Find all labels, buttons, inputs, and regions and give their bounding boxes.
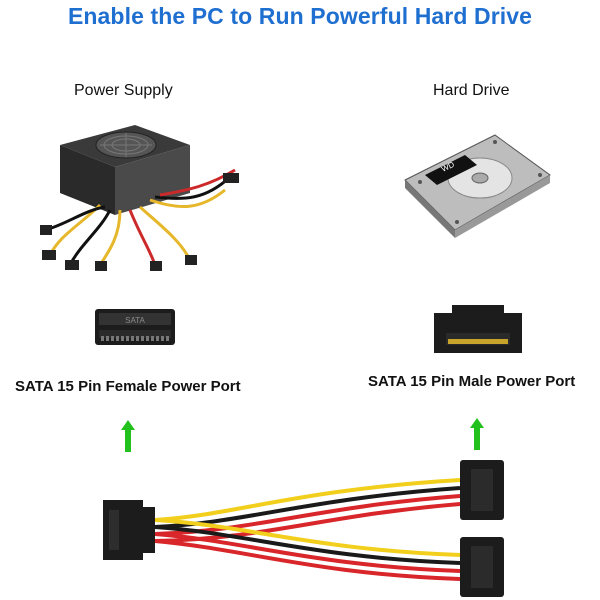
power-supply-title: Power Supply <box>74 82 173 99</box>
hard-drive-title: Hard Drive <box>433 82 510 99</box>
female-port-label: SATA 15 Pin Female Power Port <box>15 378 241 395</box>
male-port-label: SATA 15 Pin Male Power Port <box>368 373 576 390</box>
power-supply-image <box>40 115 240 275</box>
up-arrow-right-icon <box>470 418 484 450</box>
page-headline: Enable the PC to Run Powerful Hard Drive <box>67 3 533 29</box>
up-arrow-left-icon <box>121 420 135 452</box>
sata-y-splitter-cable-image <box>95 455 525 600</box>
sata-male-connector-image <box>432 303 524 355</box>
connector-embossed-text: SATA <box>125 316 145 325</box>
sata-female-connector-image: SATA <box>93 303 178 353</box>
hard-drive-image: WD <box>395 120 555 250</box>
